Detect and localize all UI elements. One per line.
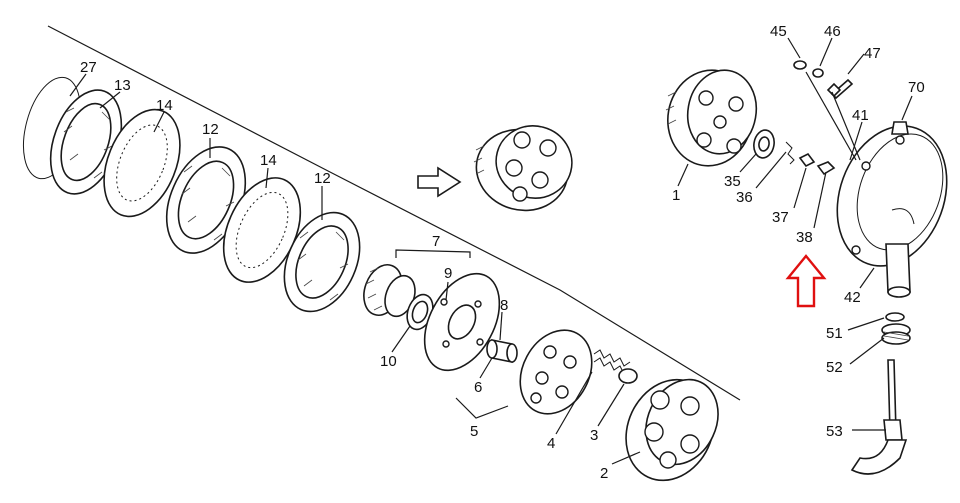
callout-42: 42 xyxy=(844,289,861,306)
friction-plate-12b xyxy=(283,211,361,313)
washer-46 xyxy=(812,68,824,78)
callout-51: 51 xyxy=(826,325,843,342)
callout-36: 36 xyxy=(736,189,753,206)
callout-37: 37 xyxy=(772,209,789,226)
callout-7: 7 xyxy=(432,233,440,250)
callout-41: 41 xyxy=(852,107,869,124)
callout-70: 70 xyxy=(908,79,925,96)
highlight-arrow xyxy=(785,254,827,308)
callout-14b: 14 xyxy=(260,152,277,169)
bolt-47 xyxy=(826,78,854,100)
callout-12b: 12 xyxy=(314,170,331,187)
friction-plate-13 xyxy=(49,89,123,195)
ring-51 xyxy=(885,312,905,322)
callout-14a: 14 xyxy=(156,97,173,114)
callout-45: 45 xyxy=(770,23,787,40)
callout-4: 4 xyxy=(547,435,555,452)
bearing-35 xyxy=(753,129,775,159)
callout-5: 5 xyxy=(470,423,478,440)
pressure-plate-9 xyxy=(423,272,501,372)
callout-10: 10 xyxy=(380,353,397,370)
clutch-assembly-1 xyxy=(665,69,758,167)
callout-3: 3 xyxy=(590,427,598,444)
plug-70 xyxy=(891,121,909,135)
callout-13: 13 xyxy=(114,77,131,94)
pin-37 xyxy=(798,152,816,168)
friction-plate-12a xyxy=(165,146,247,254)
spring-52 xyxy=(881,323,911,345)
cover-spout-42 xyxy=(885,243,911,298)
callout-leader-lines xyxy=(69,37,913,465)
callout-9: 9 xyxy=(444,265,452,282)
callout-12a: 12 xyxy=(202,121,219,138)
callout-46: 46 xyxy=(824,23,841,40)
callout-38: 38 xyxy=(796,229,813,246)
callout-47: 47 xyxy=(864,45,881,62)
spring-cap-3 xyxy=(618,368,638,384)
callout-53: 53 xyxy=(826,423,843,440)
callout-6: 6 xyxy=(474,379,482,396)
cover-41 xyxy=(836,125,948,267)
assembly-leader-lines xyxy=(805,71,861,161)
gear-hub-7 xyxy=(363,264,416,318)
callout-1: 1 xyxy=(672,187,680,204)
callout-27: 27 xyxy=(80,59,97,76)
shaft-53 xyxy=(850,359,908,475)
lever-38 xyxy=(816,161,836,176)
callout-labels: 27 13 14 12 14 12 7 9 8 10 6 5 4 3 2 1 3… xyxy=(80,23,925,482)
clip-36 xyxy=(785,141,795,165)
callout-35: 35 xyxy=(724,173,741,190)
section-divider-line xyxy=(47,25,741,401)
callout-52: 52 xyxy=(826,359,843,376)
assembled-clutch xyxy=(473,125,573,212)
clutch-basket-2 xyxy=(625,378,719,482)
hollow-direction-arrow xyxy=(417,166,462,198)
callout-2: 2 xyxy=(600,465,608,482)
callout-8: 8 xyxy=(500,297,508,314)
steel-plate-14a xyxy=(103,108,181,218)
washer-45 xyxy=(793,60,807,70)
spring-plate-5 xyxy=(519,329,593,415)
